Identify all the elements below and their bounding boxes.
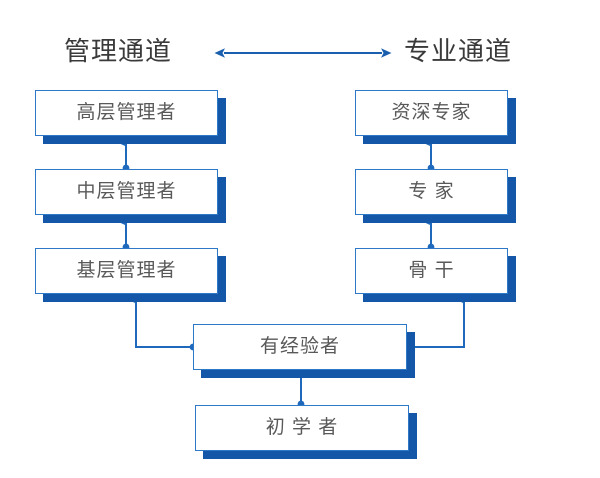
connector-front-manager-to-middle-manager	[118, 218, 130, 251]
professional-track-title: 专业通道	[404, 36, 513, 66]
node-label: 中层管理者	[76, 181, 177, 202]
node-label: 有经验者	[259, 336, 340, 357]
node-face: 资深专家	[355, 90, 508, 136]
node-label: 初 学 者	[265, 417, 339, 438]
node-senior-expert[interactable]: 资深专家	[355, 90, 516, 144]
node-face: 骨 干	[355, 248, 508, 294]
node-label: 高层管理者	[76, 102, 177, 123]
node-middle-manager[interactable]: 中层管理者	[35, 169, 226, 223]
node-experienced[interactable]: 有经验者	[193, 324, 415, 378]
node-label: 骨 干	[408, 260, 455, 281]
node-face: 专 家	[355, 169, 508, 215]
node-expert[interactable]: 专 家	[355, 169, 516, 223]
node-face: 中层管理者	[35, 169, 218, 215]
node-beginner[interactable]: 初 学 者	[195, 405, 417, 459]
node-face: 高层管理者	[35, 90, 218, 136]
node-label: 资深专家	[391, 102, 472, 123]
connector-backbone-to-expert	[423, 218, 435, 251]
connector-middle-manager-to-senior-manager	[118, 139, 130, 172]
connector-expert-to-senior-expert	[423, 139, 435, 172]
node-label: 基层管理者	[76, 260, 177, 281]
node-face: 有经验者	[193, 324, 407, 370]
node-label: 专 家	[408, 181, 455, 202]
connector-beginner-to-experienced	[293, 371, 305, 408]
node-face: 基层管理者	[35, 248, 218, 294]
connector-experienced-to-front-manager	[128, 296, 197, 351]
node-senior-manager[interactable]: 高层管理者	[35, 90, 226, 144]
node-backbone[interactable]: 骨 干	[355, 248, 516, 302]
node-face: 初 学 者	[195, 405, 409, 451]
management-track-title: 管理通道	[64, 36, 173, 66]
node-front-line-manager[interactable]: 基层管理者	[35, 248, 226, 302]
